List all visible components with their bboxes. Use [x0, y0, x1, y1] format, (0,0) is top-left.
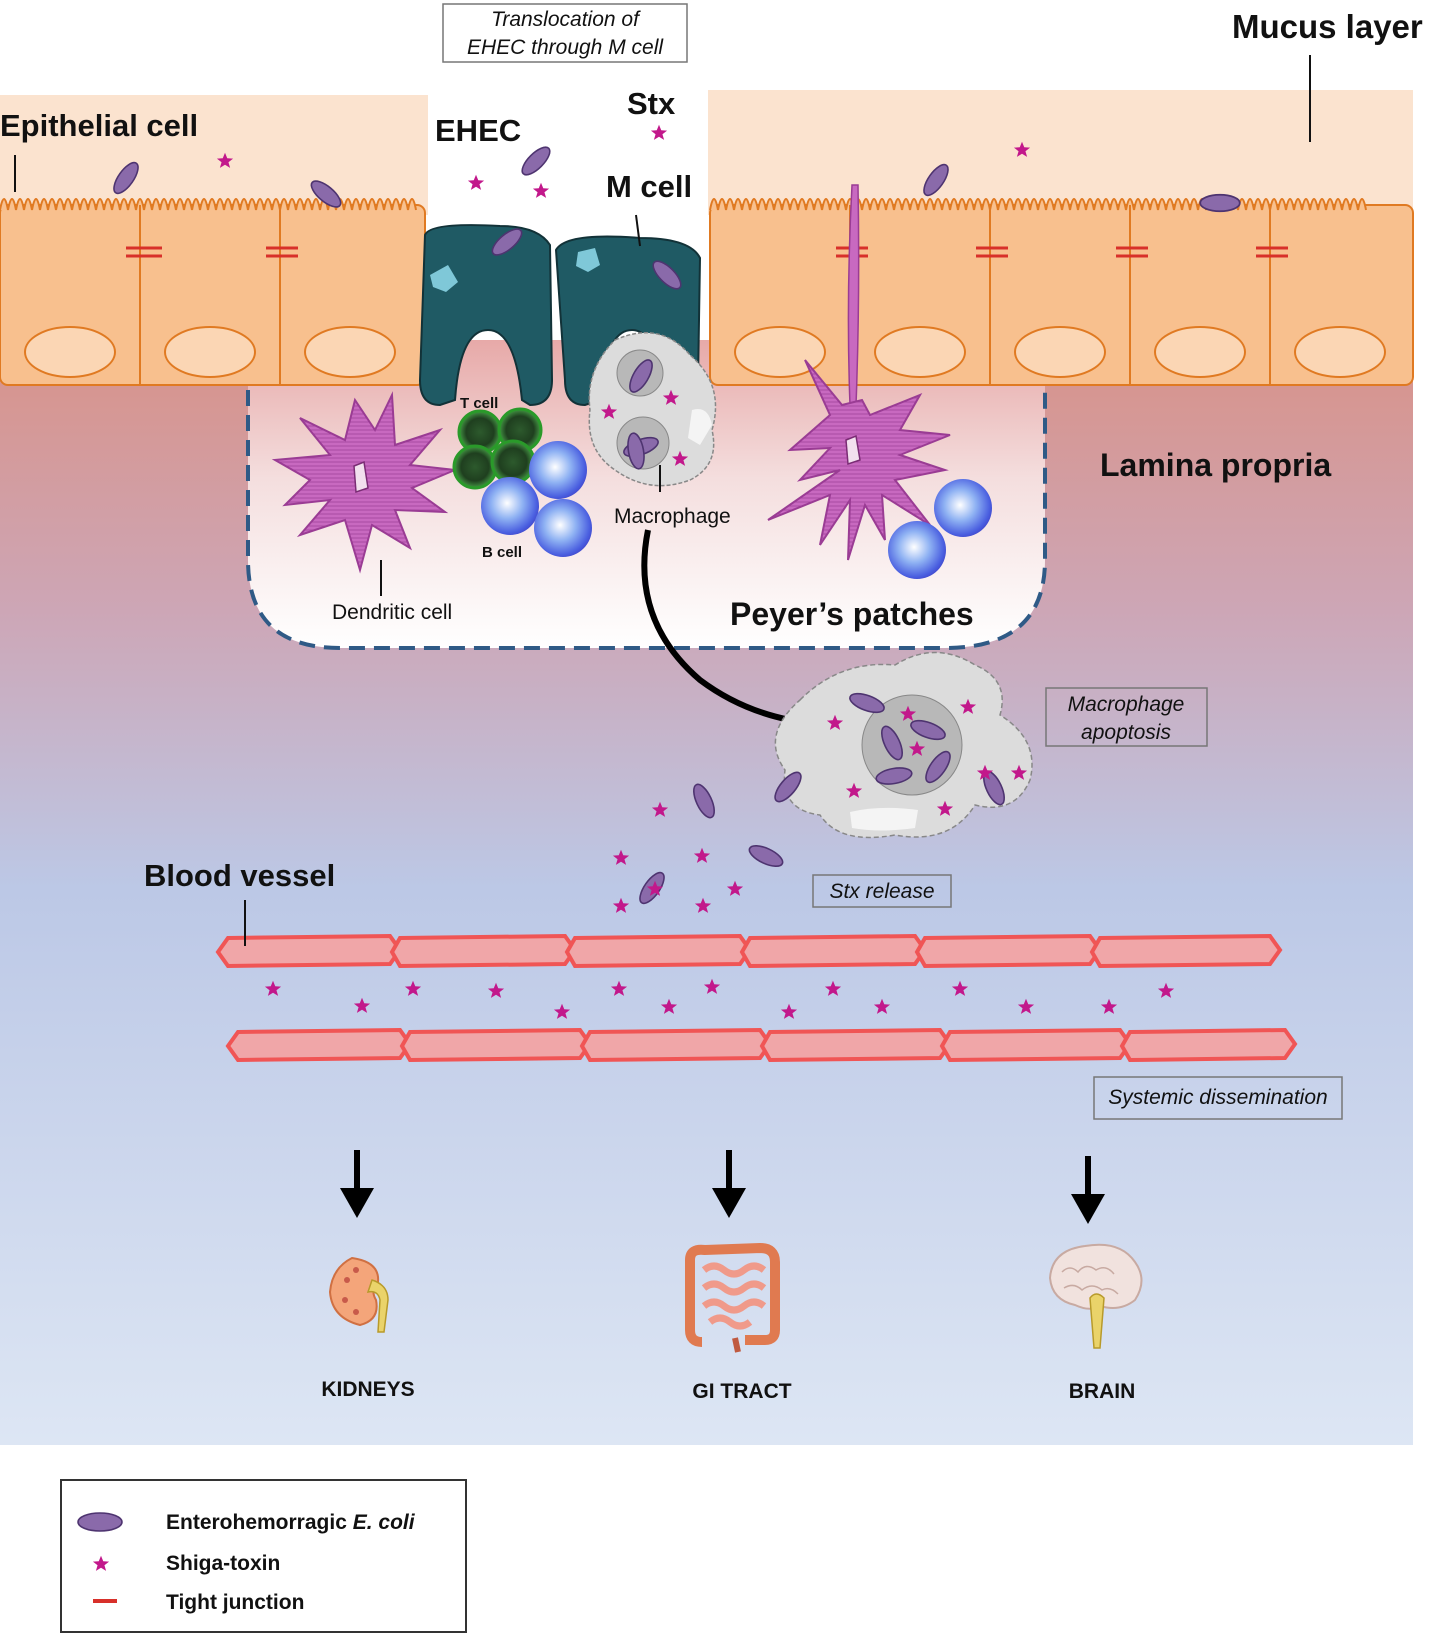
m-cell-label: M cell: [606, 169, 692, 204]
blood-vessel-lower-wall: [225, 1027, 1298, 1063]
stx-release-label: Stx release: [829, 880, 934, 903]
lamina-propria-label: Lamina propria: [1100, 447, 1331, 483]
arrow-down-icon: [1071, 1156, 1105, 1224]
stx-release-box: [812, 874, 952, 908]
b-cell-cluster: [481, 441, 992, 579]
arrow-down-icon: [340, 1150, 374, 1218]
dendritic-cell-label: Dendritic cell: [332, 601, 452, 624]
b-cell-label: B cell: [482, 544, 522, 561]
legend-toxin-label: Shiga-toxin: [166, 1552, 280, 1575]
blood-vessel-label: Blood vessel: [144, 858, 335, 893]
legend-ehec-label: Enterohemorragic E. coli: [166, 1511, 416, 1534]
peyers-patches-label: Peyer’s patches: [730, 596, 974, 632]
kidney-icon: [328, 1256, 389, 1333]
epithelial-cell-label: Epithelial cell: [0, 108, 198, 143]
m-cell-pointer: [635, 214, 641, 247]
brain-icon: [1048, 1243, 1143, 1349]
gi-tract-label: GI TRACT: [692, 1380, 791, 1403]
macrophage-label: Macrophage: [614, 505, 731, 528]
mucus-layer-label: Mucus layer: [1232, 8, 1423, 45]
kidneys-label: KIDNEYS: [321, 1378, 414, 1401]
dendritic-cell-left: [271, 391, 459, 574]
legend-tight-junction-label: Tight junction: [166, 1591, 304, 1614]
epithelium-right: [709, 198, 1414, 386]
systemic-dissemination-label: Systemic dissemination: [1108, 1086, 1327, 1109]
macrophage-apoptosis-box: [1045, 687, 1208, 747]
macrophage-apoptosis-label-line2: apoptosis: [1081, 721, 1171, 744]
macrophage-apoptosis-label-line1: Macrophage: [1068, 693, 1185, 716]
legend-ehec-swatch: [77, 1512, 123, 1532]
translocation-label-line1: Translocation of: [491, 8, 641, 31]
t-cell-cluster: [452, 407, 543, 490]
translocation-box: [442, 3, 688, 63]
systemic-dissemination-box: [1093, 1076, 1343, 1120]
mucus-layer-left: [0, 95, 428, 215]
translocation-label-line2: EHEC through M cell: [467, 36, 664, 59]
legend-box: [60, 1479, 467, 1633]
epithelium-left: [0, 198, 426, 386]
stx-label: Stx: [627, 86, 676, 121]
legend: Enterohemorragic E. coli Shiga-toxin Tig…: [60, 1479, 467, 1633]
macrophage-migration-path: [641, 529, 791, 723]
intestine-icon: [685, 1242, 780, 1353]
arrow-down-icon: [712, 1150, 746, 1218]
blood-vessel-upper-wall: [215, 933, 1283, 969]
dendritic-cell-right: [767, 184, 951, 561]
t-cell-label: T cell: [460, 395, 498, 412]
mucus-layer-right: [708, 90, 1413, 215]
brain-label: BRAIN: [1069, 1380, 1136, 1403]
tight-junctions: [126, 246, 1288, 258]
ehec-label: EHEC: [435, 113, 521, 148]
